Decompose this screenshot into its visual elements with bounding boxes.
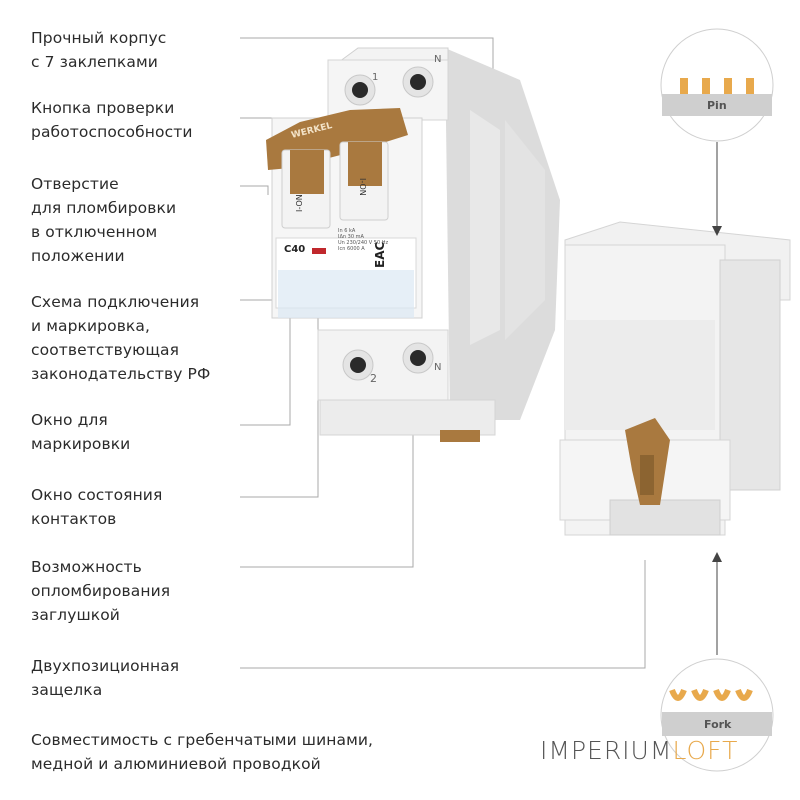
breaker-front-view (266, 47, 560, 442)
fork-arrow-head (712, 552, 722, 562)
pin-busbar-badge: Pin (660, 28, 774, 142)
feature-test-button-label: Кнопка проверки работоспособности (31, 99, 193, 141)
logo-part-1: IMPERIUM (540, 736, 673, 765)
terminal-n-bottom-label: N (434, 362, 441, 373)
breaker-back-view (559, 221, 791, 536)
fork-label: Fork (704, 718, 732, 731)
spec-line-1: In 6 kA (338, 228, 356, 234)
spec-line-2: IΔn 30 mA (338, 234, 364, 240)
leader-lines (240, 37, 646, 669)
spec-line-3: Un 230/240 V 50 Hz (338, 240, 389, 246)
terminal-n-top-label: N (434, 54, 441, 65)
handle-right-label: I-ON (358, 178, 367, 196)
fork-busbar-badge: Fork (660, 658, 774, 772)
feature-latch-label: Двухпозиционная защелка (31, 657, 180, 699)
feature-marking-window-label: Окно для маркировки (31, 411, 131, 453)
device-front-text: WERKEL C40 I-ON I-ON 1 N 2 N In 6 kA IΔn… (284, 54, 441, 385)
cert-mark: EAC (373, 242, 387, 268)
spec-line-4: Icn 6000 A (338, 246, 365, 252)
pin-arrow-head (712, 226, 722, 236)
feature-compat-label: Совместимость с гребенчатыми шинами, мед… (31, 731, 374, 773)
handle-left-label: I-ON (295, 194, 304, 212)
terminal-1-label: 1 (372, 72, 378, 83)
pin-label: Pin (707, 99, 727, 112)
feature-contact-window-label: Окно состояния контактов (31, 486, 163, 528)
feature-scheme-label: Схема подключения и маркировка, соответс… (31, 293, 211, 383)
feature-sealing-plug-label: Возможность опломбирования заглушкой (31, 558, 171, 624)
imperiumloft-logo: IMPERIUMLOFT (540, 736, 738, 765)
feature-seal-hole-label: Отверстие для пломбировки в отключенном … (31, 175, 177, 265)
terminal-2-label: 2 (370, 372, 377, 385)
rating-text: C40 (284, 244, 305, 255)
logo-part-2: LOFT (672, 736, 739, 765)
feature-rivets-label: Прочный корпус с 7 заклепками (31, 29, 167, 71)
